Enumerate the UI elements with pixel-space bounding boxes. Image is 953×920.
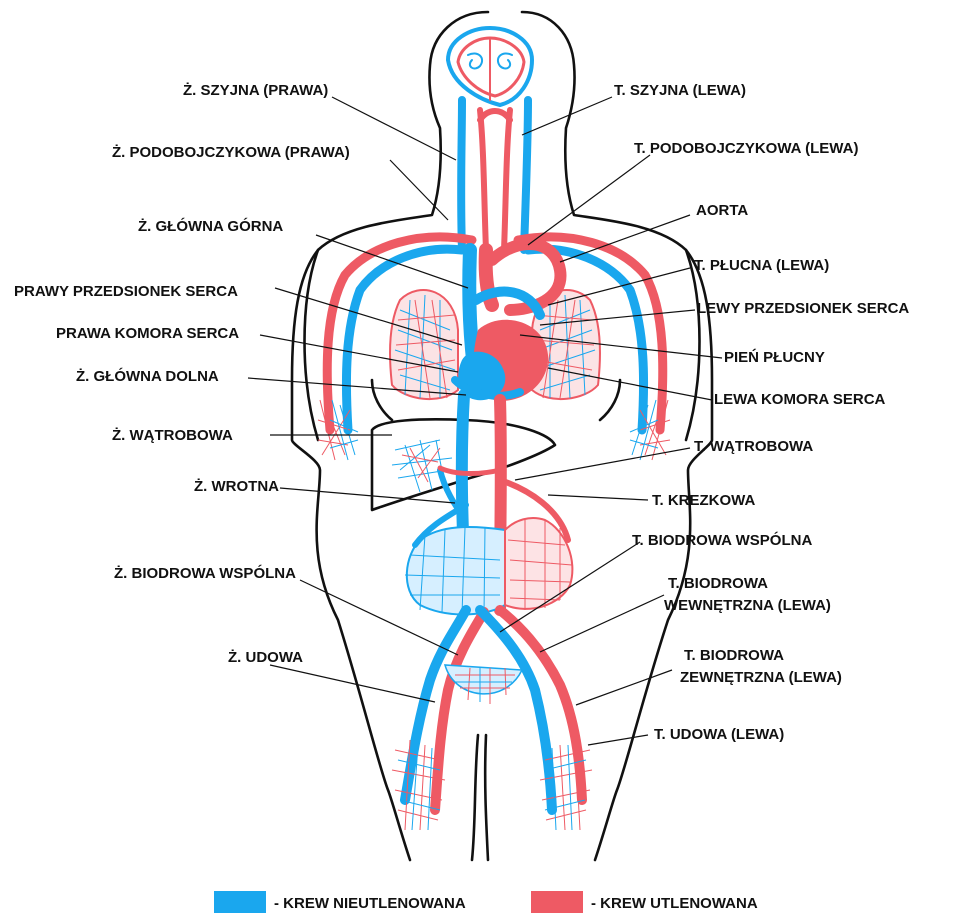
right-lung xyxy=(390,290,458,399)
label-tetnica-podobojczykowa-lewa: T. PODOBOJCZYKOWA (LEWA) xyxy=(634,140,858,157)
label-prawa-komora-serca: PRAWA KOMORA SERCA xyxy=(56,325,239,342)
label-aorta: AORTA xyxy=(696,202,748,219)
label-lewa-komora-serca: LEWA KOMORA SERCA xyxy=(714,391,886,408)
label-prawy-przedsionek-serca: PRAWY PRZEDSIONEK SERCA xyxy=(14,283,238,300)
legend-swatch-blue xyxy=(214,891,266,913)
label-tetnica-plucna-lewa: T. PŁUCNA (LEWA) xyxy=(694,257,829,274)
label-zyla-biodrowa-wspolna: Ż. BIODROWA WSPÓLNA xyxy=(114,564,296,582)
labels-left: Ż. SZYJNA (PRAWA) Ż. PODOBOJCZYKOWA (PRA… xyxy=(14,82,350,666)
label-zyla-szyjna-prawa: Ż. SZYJNA (PRAWA) xyxy=(183,82,328,99)
label-zyla-glowna-dolna: Ż. GŁÓWNA DOLNA xyxy=(76,367,219,385)
label-zyla-podobojczykowa-prawa: Ż. PODOBOJCZYKOWA (PRAWA) xyxy=(112,144,350,161)
label-lewy-przedsionek-serca: LEWY PRZEDSIONEK SERCA xyxy=(697,300,909,317)
label-tetnica-biodrowa-zewnetrzna-2: ZEWNĘTRZNA (LEWA) xyxy=(680,669,842,686)
legend-swatch-red xyxy=(531,891,583,913)
label-tetnica-szyjna-lewa: T. SZYJNA (LEWA) xyxy=(614,82,746,99)
label-tetnica-biodrowa-zewnetrzna-1: T. BIODROWA xyxy=(684,647,784,664)
trunk-vessels xyxy=(392,395,572,614)
label-tetnica-udowa-lewa: T. UDOWA (LEWA) xyxy=(654,726,784,743)
legend-item-deoxygenated: - KREW NIEUTLENOWANA xyxy=(214,891,466,913)
intestine-capillaries xyxy=(405,480,572,614)
label-pien-plucny: PIEŃ PŁUCNY xyxy=(724,349,825,366)
label-zyla-glowna-gorna: Ż. GŁÓWNA GÓRNA xyxy=(138,217,283,235)
label-zyla-udowa: Ż. UDOWA xyxy=(228,649,303,666)
brain-vessels xyxy=(448,28,532,105)
liver-capillaries xyxy=(392,440,500,515)
legend-item-oxygenated: - KREW UTLENOWANA xyxy=(531,891,758,913)
label-tetnica-biodrowa-wewnetrzna-2: WEWNĘTRZNA (LEWA) xyxy=(664,597,831,614)
legend: - KREW NIEUTLENOWANA - KREW UTLENOWANA xyxy=(214,891,758,913)
leg-vessels xyxy=(392,610,592,830)
label-tetnica-biodrowa-wewnetrzna-1: T. BIODROWA xyxy=(668,575,768,592)
legend-label-deoxygenated: - KREW NIEUTLENOWANA xyxy=(274,895,466,912)
label-tetnica-krezkowa: T. KREZKOWA xyxy=(652,492,755,509)
label-zyla-wrotna: Ż. WROTNA xyxy=(194,478,279,495)
label-tetnica-watrobowa: T. WĄTROBOWA xyxy=(694,438,813,455)
neck-vessels xyxy=(461,100,528,250)
pelvic-capillaries xyxy=(445,665,522,704)
label-tetnica-biodrowa-wspolna: T. BIODROWA WSPÓLNA xyxy=(632,531,812,549)
legend-label-oxygenated: - KREW UTLENOWANA xyxy=(591,895,758,912)
label-zyla-watrobowa: Ż. WĄTROBOWA xyxy=(112,427,233,444)
